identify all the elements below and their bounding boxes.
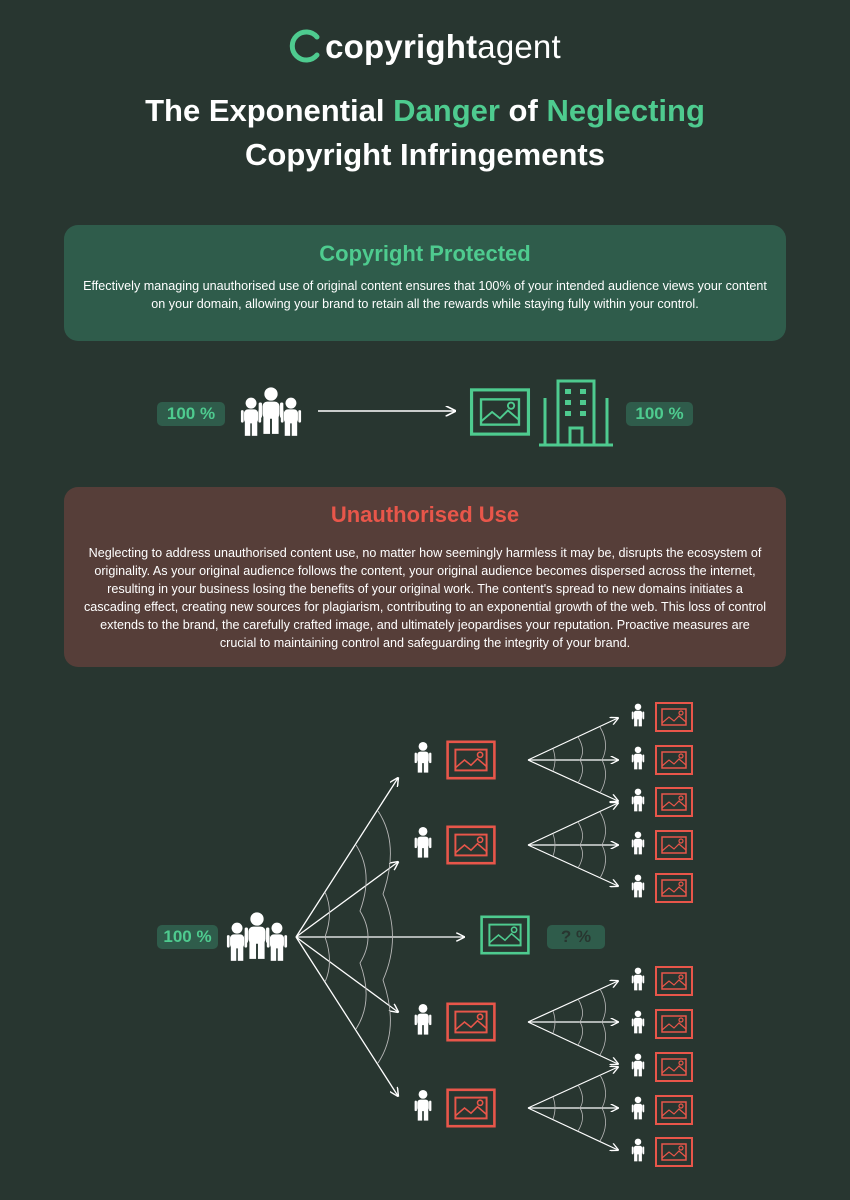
leaf-node	[631, 1009, 693, 1039]
logo: copyrightagent	[0, 24, 850, 68]
title-part: of	[499, 93, 547, 128]
leaf-node	[631, 702, 693, 732]
page-title-line2: Copyright Infringements	[245, 137, 605, 172]
logo-text-bold: copyright	[325, 27, 478, 65]
infringer-node	[414, 1002, 496, 1042]
original-audience-group-icon	[227, 912, 287, 960]
audience-percent-badge: 100 %	[157, 925, 218, 949]
leaf-node	[631, 1095, 693, 1125]
protected-body: Effectively managing unauthorised use of…	[83, 279, 767, 311]
leaf-nodes	[631, 702, 693, 1167]
building-icon	[539, 379, 613, 447]
domain-percent-badge: 100 %	[626, 402, 693, 426]
title-highlight-neglecting: Neglecting	[546, 93, 705, 128]
copyright-protected-panel: Copyright Protected Effectively managing…	[64, 225, 786, 341]
original-content-icon	[480, 915, 530, 955]
unauthorised-heading: Unauthorised Use	[330, 502, 520, 527]
leaf-node	[631, 1137, 693, 1167]
title-highlight-danger: Danger	[393, 93, 500, 128]
unknown-percent-badge: ? %	[547, 925, 605, 949]
secondary-web-lines	[552, 726, 606, 1142]
web-lines	[324, 810, 393, 1064]
secondary-spread-arrows	[527, 718, 618, 1150]
leaf-node	[631, 873, 693, 903]
infringer-node	[414, 1088, 496, 1128]
content-image-icon	[469, 388, 531, 436]
audience-percent-badge: 100 %	[157, 402, 225, 426]
title-part: The Exponential	[145, 93, 394, 128]
leaf-node	[631, 1052, 693, 1082]
leaf-node	[631, 745, 693, 775]
leaf-node	[631, 830, 693, 860]
logo-text-light: agent	[477, 27, 561, 65]
unauthorised-use-panel: Unauthorised Use Neglecting to address u…	[64, 487, 786, 667]
infringer-node	[414, 825, 496, 865]
page-title: The Exponential Danger of Neglecting	[0, 90, 850, 132]
leaf-node	[631, 787, 693, 817]
logo-text: copyrightagent	[325, 30, 561, 63]
spread-arrows	[295, 778, 464, 1096]
protected-heading: Copyright Protected	[319, 241, 531, 266]
audience-group-icon	[241, 387, 301, 435]
unauthorised-body: Neglecting to address unauthorised conte…	[83, 546, 767, 650]
copyright-logo-icon	[289, 29, 320, 63]
leaf-node	[631, 966, 693, 996]
infringer-node	[414, 740, 496, 780]
